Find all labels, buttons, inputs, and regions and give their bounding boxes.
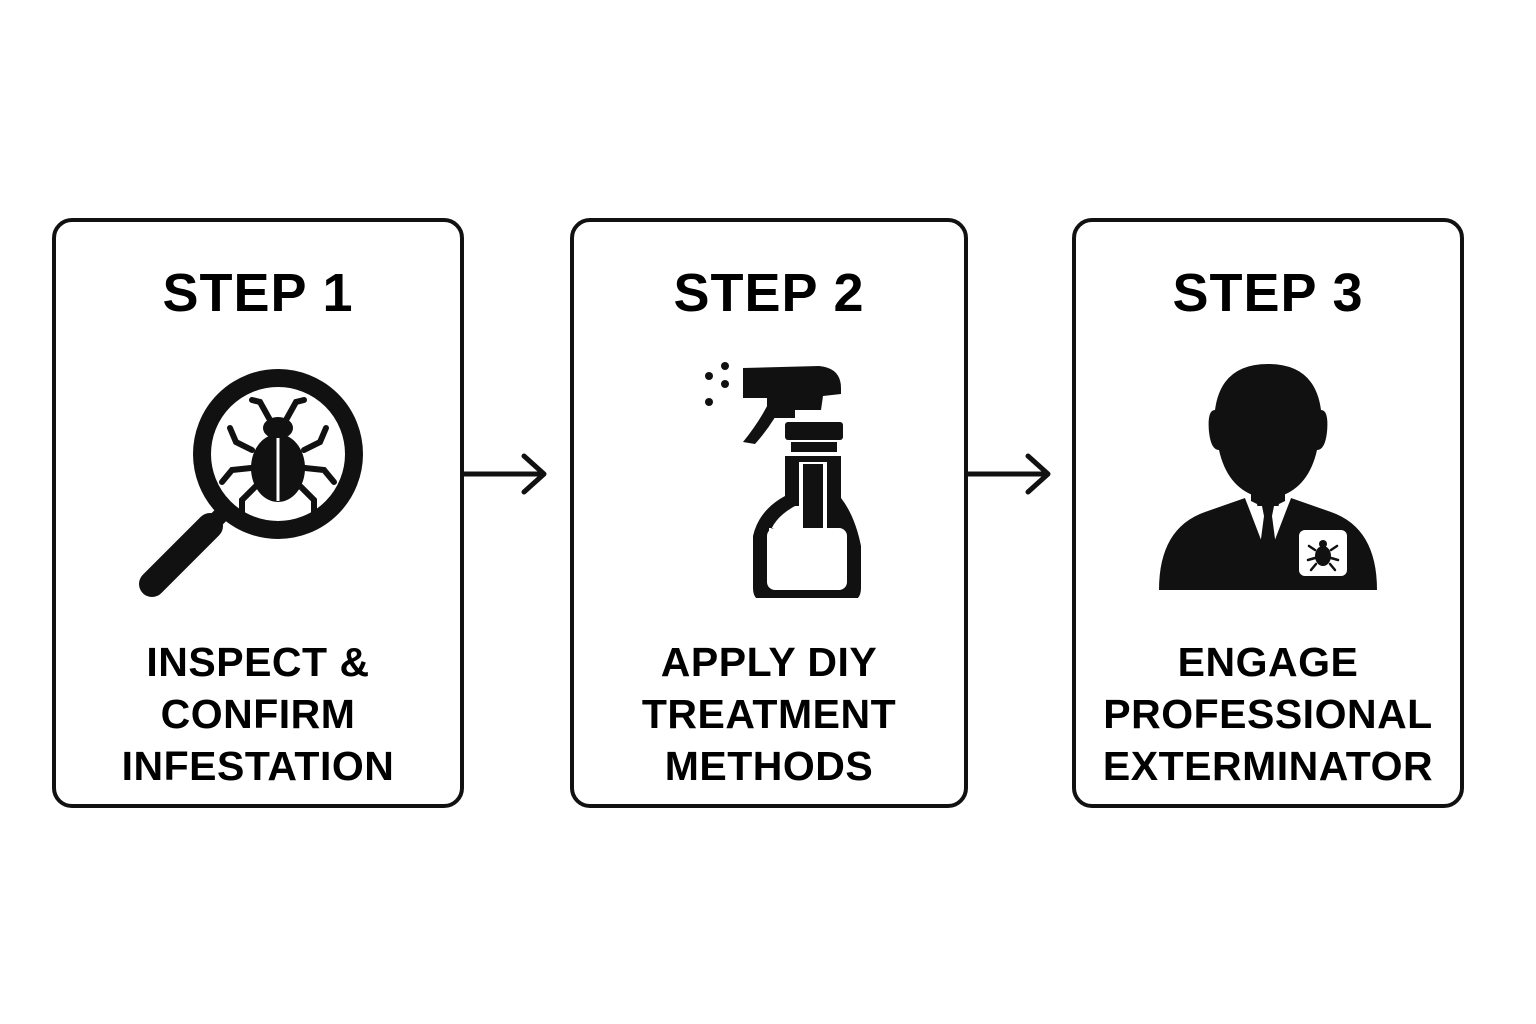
- step-2-label-line: APPLY DIY: [660, 639, 878, 685]
- magnifying-glass-bug-icon: [139, 369, 363, 597]
- spray-bottle-icon: [705, 362, 861, 598]
- step-3-card: STEP 3 ENGAGE PROFESSIONAL EXTERMINATOR: [1072, 218, 1464, 808]
- step-2-title: STEP 2: [673, 263, 865, 323]
- step-1-label-line: CONFIRM: [160, 691, 356, 737]
- step-1-title: STEP 1: [162, 263, 354, 323]
- step-3-title: STEP 3: [1172, 263, 1364, 323]
- step-2-label-line: METHODS: [664, 743, 874, 789]
- step-3-label: ENGAGE PROFESSIONAL EXTERMINATOR: [1076, 636, 1460, 792]
- step-2-label: APPLY DIY TREATMENT METHODS: [574, 636, 964, 792]
- step-1-card: STEP 1 INSPECT & CONFIRM INFESTATION: [52, 218, 464, 808]
- arrow-right-icon: [464, 453, 547, 495]
- step-1-label-line: INFESTATION: [121, 743, 395, 789]
- step-3-label-line: PROFESSIONAL: [1103, 691, 1433, 737]
- arrow-right-icon: [968, 453, 1051, 495]
- step-2-label-line: TREATMENT: [641, 691, 897, 737]
- step-3-label-line: EXTERMINATOR: [1102, 743, 1434, 789]
- step-1-label-line: INSPECT &: [146, 639, 370, 685]
- step-2-card: STEP 2 APPLY DIY TREATMENT METHODS: [570, 218, 968, 808]
- step-3-label-line: ENGAGE: [1177, 639, 1359, 685]
- exterminator-person-icon: [1159, 364, 1377, 590]
- step-1-label: INSPECT & CONFIRM INFESTATION: [56, 636, 460, 792]
